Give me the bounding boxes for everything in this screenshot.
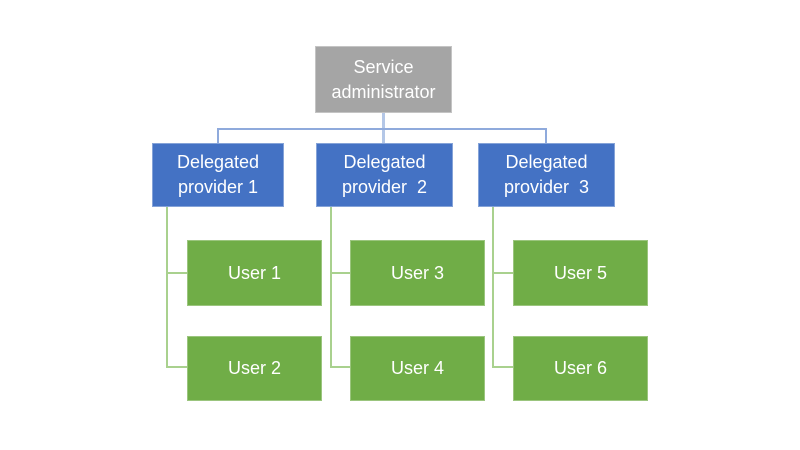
user-node-5: User 5: [513, 240, 648, 306]
connector-provider-bus: [217, 128, 547, 130]
connector-elbow-user-5: [492, 272, 513, 274]
user-node-2: User 2: [187, 336, 322, 401]
provider-node-3-label: Delegated provider 3: [503, 152, 590, 197]
provider-node-2: Delegated provider 2: [316, 143, 453, 207]
connector-elbow-user-4: [330, 366, 350, 368]
connector-elbow-user-6: [492, 366, 513, 368]
user-node-6: User 6: [513, 336, 648, 401]
provider-node-1-label: Delegated provider 1: [176, 152, 260, 197]
user-node-2-label: User 2: [227, 358, 281, 378]
provider-node-3: Delegated provider 3: [478, 143, 615, 207]
root-node-label: Service administrator: [331, 56, 436, 102]
provider-node-1: Delegated provider 1: [152, 143, 284, 207]
user-node-3-label: User 3: [390, 262, 444, 283]
connector-provider-2-drop: [330, 207, 332, 368]
root-node-service-administrator: Service administrator: [315, 46, 452, 113]
user-node-5-label: User 5: [553, 262, 607, 283]
connector-drop-provider-1: [217, 128, 219, 143]
connector-elbow-user-3: [330, 272, 350, 274]
user-node-4: User 4: [350, 336, 485, 401]
user-node-3: User 3: [350, 240, 485, 306]
connector-provider-3-drop: [492, 207, 494, 368]
user-node-1: User 1: [187, 240, 322, 306]
connector-provider-1-drop: [166, 207, 168, 368]
connector-elbow-user-2: [166, 366, 187, 368]
user-node-6-label: User 6: [553, 358, 607, 378]
user-node-4-label: User 4: [390, 358, 444, 378]
provider-node-2-label: Delegated provider 2: [341, 152, 428, 197]
connector-drop-provider-3: [545, 128, 547, 143]
user-node-1-label: User 1: [227, 262, 281, 283]
connector-elbow-user-1: [166, 272, 187, 274]
